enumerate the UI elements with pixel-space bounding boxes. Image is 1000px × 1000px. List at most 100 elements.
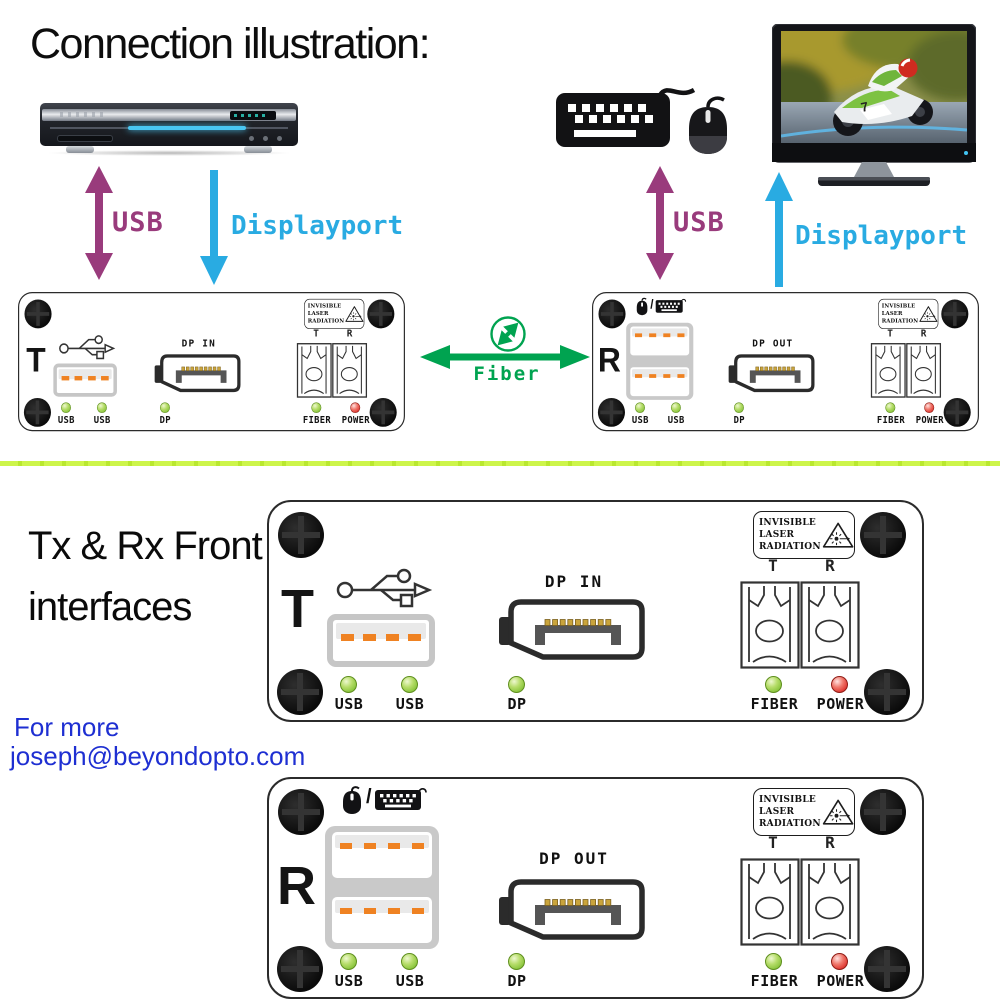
- power-led-label: POWER: [915, 414, 944, 426]
- usb-contacts: [634, 374, 685, 378]
- fiber-t-label: T: [313, 327, 319, 340]
- usb-port: [327, 614, 435, 667]
- usb-led: [60, 402, 72, 414]
- fiber-lc-ports: [740, 858, 860, 946]
- bike-number: 7: [860, 99, 870, 115]
- section-divider: [0, 461, 1000, 466]
- screw: [864, 669, 910, 715]
- dp-led: [159, 402, 170, 414]
- fiber-led: [885, 402, 896, 414]
- usb-logo-icon: [335, 559, 435, 609]
- section-title-line1: Tx & Rx Front: [28, 524, 263, 568]
- screw: [943, 397, 971, 427]
- separator: /: [366, 786, 372, 808]
- mouse-keyboard-icons: /: [636, 297, 686, 316]
- screw: [369, 397, 397, 427]
- usb-contacts: [61, 376, 109, 381]
- dp-led-label: DP: [159, 414, 171, 426]
- fiber-t-label: T: [768, 556, 778, 575]
- dp-led-label: DP: [507, 972, 527, 990]
- tv-monitor-image: 7: [772, 24, 976, 186]
- contact-email: joseph@beyondopto.com: [10, 741, 306, 771]
- laser-warning-icon: [822, 796, 854, 829]
- mouse-icon: [636, 297, 649, 316]
- displayport-connector: [727, 354, 815, 394]
- usb-led-label: USB: [395, 972, 425, 990]
- laser-warning-icon: [345, 304, 364, 325]
- displayport-down-arrow: [199, 170, 229, 285]
- usb-logo-icon: [58, 329, 117, 360]
- dp-in-label: DP IN: [544, 572, 604, 591]
- fiber-t-label: T: [768, 833, 778, 852]
- dp-led: [508, 953, 525, 970]
- screw: [277, 946, 323, 992]
- fiber-r-label: R: [825, 833, 835, 852]
- dp-led: [733, 402, 744, 414]
- fiber-led-label: FIBER: [876, 414, 905, 426]
- fiber-t-label: T: [887, 327, 893, 340]
- power-led-label: POWER: [816, 695, 865, 713]
- fiber-r-label: R: [920, 327, 927, 340]
- screw: [864, 946, 910, 992]
- dvd-blue-light: [128, 126, 246, 130]
- screw: [24, 299, 52, 329]
- usb-double-arrow-right: [645, 166, 675, 280]
- usb-led-label: USB: [334, 695, 364, 713]
- usb-led: [670, 402, 681, 414]
- dual-usb-port: [626, 322, 694, 400]
- device-label-t: T: [26, 341, 46, 380]
- dvd-display: [230, 111, 276, 120]
- dp-in-label: DP IN: [181, 337, 216, 350]
- fiber-lc-ports: [871, 343, 942, 398]
- dvd-foot: [244, 146, 272, 153]
- usb-contacts: [340, 843, 424, 849]
- power-led-label: POWER: [816, 972, 865, 990]
- screw: [278, 789, 324, 835]
- dvd-player-image: [40, 103, 298, 156]
- dp-out-label: DP OUT: [752, 337, 794, 350]
- mouse-icon: [683, 95, 735, 157]
- fiber-led-label: FIBER: [750, 972, 799, 990]
- usb-led: [401, 953, 418, 970]
- usb-led: [340, 953, 357, 970]
- usb-led-label: USB: [631, 414, 649, 426]
- usb-led-label: USB: [93, 414, 111, 426]
- fiber-lc-ports: [740, 581, 860, 669]
- screw: [598, 299, 626, 329]
- screw: [597, 397, 625, 427]
- usb-led: [401, 676, 418, 693]
- screw: [278, 512, 324, 558]
- dp-out-label: DP OUT: [539, 849, 609, 868]
- usb-led-label: USB: [395, 695, 425, 713]
- usb-contacts: [634, 333, 685, 338]
- dp-led-label: DP: [733, 414, 745, 426]
- screw: [860, 512, 906, 558]
- keyboard-icon: [556, 83, 696, 147]
- contact-intro: For more: [14, 712, 120, 742]
- dvd-foot: [66, 146, 94, 153]
- usb-led: [634, 402, 646, 414]
- power-led-label: POWER: [341, 414, 370, 426]
- fiber-r-label: R: [346, 327, 353, 340]
- power-led: [831, 676, 848, 693]
- fiber-led-label: FIBER: [750, 695, 799, 713]
- displayport-connector: [153, 354, 241, 394]
- usb-led-label: USB: [57, 414, 75, 426]
- usb-port: [53, 363, 117, 397]
- fiber-connection-label: Fiber: [473, 363, 541, 385]
- dual-usb-port: [325, 826, 439, 949]
- fiber-r-label: R: [825, 556, 835, 575]
- keyboard-icon: [375, 787, 427, 811]
